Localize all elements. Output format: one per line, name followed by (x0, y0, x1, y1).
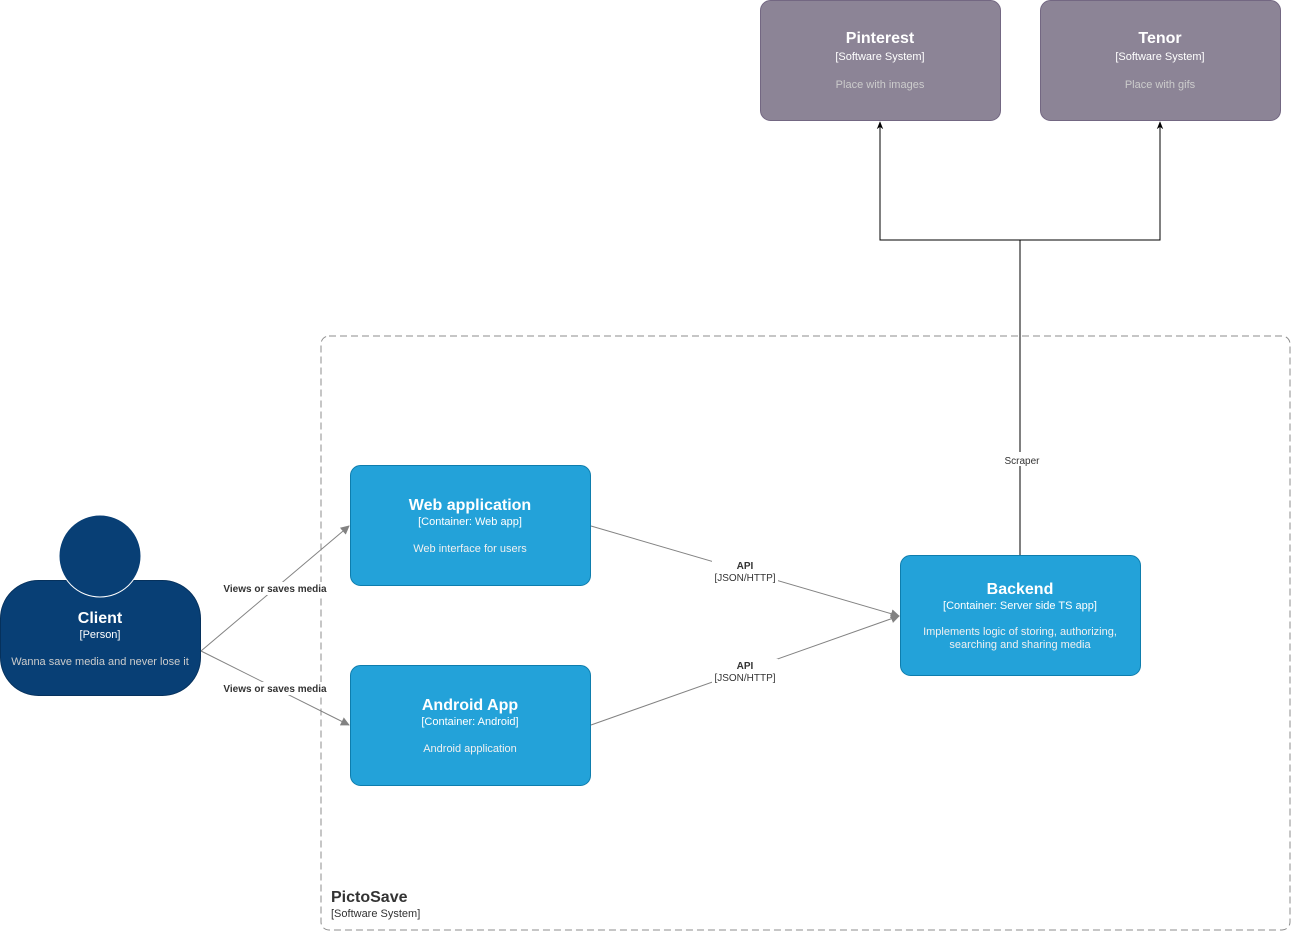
client-person-node[interactable]: Client [Person] Wanna save media and nev… (0, 514, 201, 696)
edge-backend-tenor (1020, 121, 1164, 241)
client-desc: Wanna save media and never lose it (11, 656, 189, 668)
client-title: Client (78, 610, 123, 627)
web-type: [Container: Web app] (418, 516, 522, 528)
api-edges: API [JSON/HTTP] API [JSON/HTTP] (590, 525, 900, 726)
tenor-title: Tenor (1138, 30, 1181, 47)
backend-type: [Container: Server side TS app] (943, 600, 1097, 612)
edge-label-android-api: API (737, 661, 754, 672)
tenor-node[interactable]: Tenor [Software System] Place with gifs (1040, 0, 1281, 121)
boundary-type: [Software System] (331, 908, 420, 920)
android-type: [Container: Android] (421, 716, 518, 728)
client-type: [Person] (80, 629, 121, 641)
edge-label-client-android: Views or saves media (223, 684, 327, 695)
scraper-edges: Scraper (876, 121, 1164, 555)
tenor-desc: Place with gifs (1125, 79, 1196, 91)
edge-label-web-api: API (737, 561, 754, 572)
pinterest-title: Pinterest (846, 30, 915, 47)
edge-label-scraper: Scraper (1004, 456, 1040, 467)
backend-node[interactable]: Backend [Container: Server side TS app] … (900, 555, 1141, 676)
backend-desc-line2: searching and sharing media (949, 639, 1091, 651)
edge-label-web-protocol: [JSON/HTTP] (714, 573, 775, 584)
web-desc: Web interface for users (413, 543, 527, 555)
client-head (58, 514, 142, 598)
web-application-node[interactable]: Web application [Container: Web app] Web… (350, 465, 591, 586)
edge-backend-pinterest (876, 121, 1021, 555)
web-title: Web application (409, 497, 531, 514)
backend-desc-line1: Implements logic of storing, authorizing… (923, 626, 1117, 638)
edge-label-client-web: Views or saves media (223, 584, 327, 595)
edge-label-android-protocol: [JSON/HTTP] (714, 673, 775, 684)
pinterest-desc: Place with images (836, 79, 925, 91)
boundary-title: PictoSave (331, 889, 408, 906)
backend-title: Backend (987, 581, 1054, 598)
android-app-node[interactable]: Android App [Container: Android] Android… (350, 665, 591, 786)
client-edges: Views or saves media Views or saves medi… (200, 525, 350, 726)
tenor-type: [Software System] (1115, 51, 1204, 63)
android-title: Android App (422, 697, 519, 714)
android-desc: Android application (423, 743, 517, 755)
pinterest-type: [Software System] (835, 51, 924, 63)
pictosave-boundary: PictoSave [Software System] (320, 335, 1291, 931)
pinterest-node[interactable]: Pinterest [Software System] Place with i… (760, 0, 1001, 121)
